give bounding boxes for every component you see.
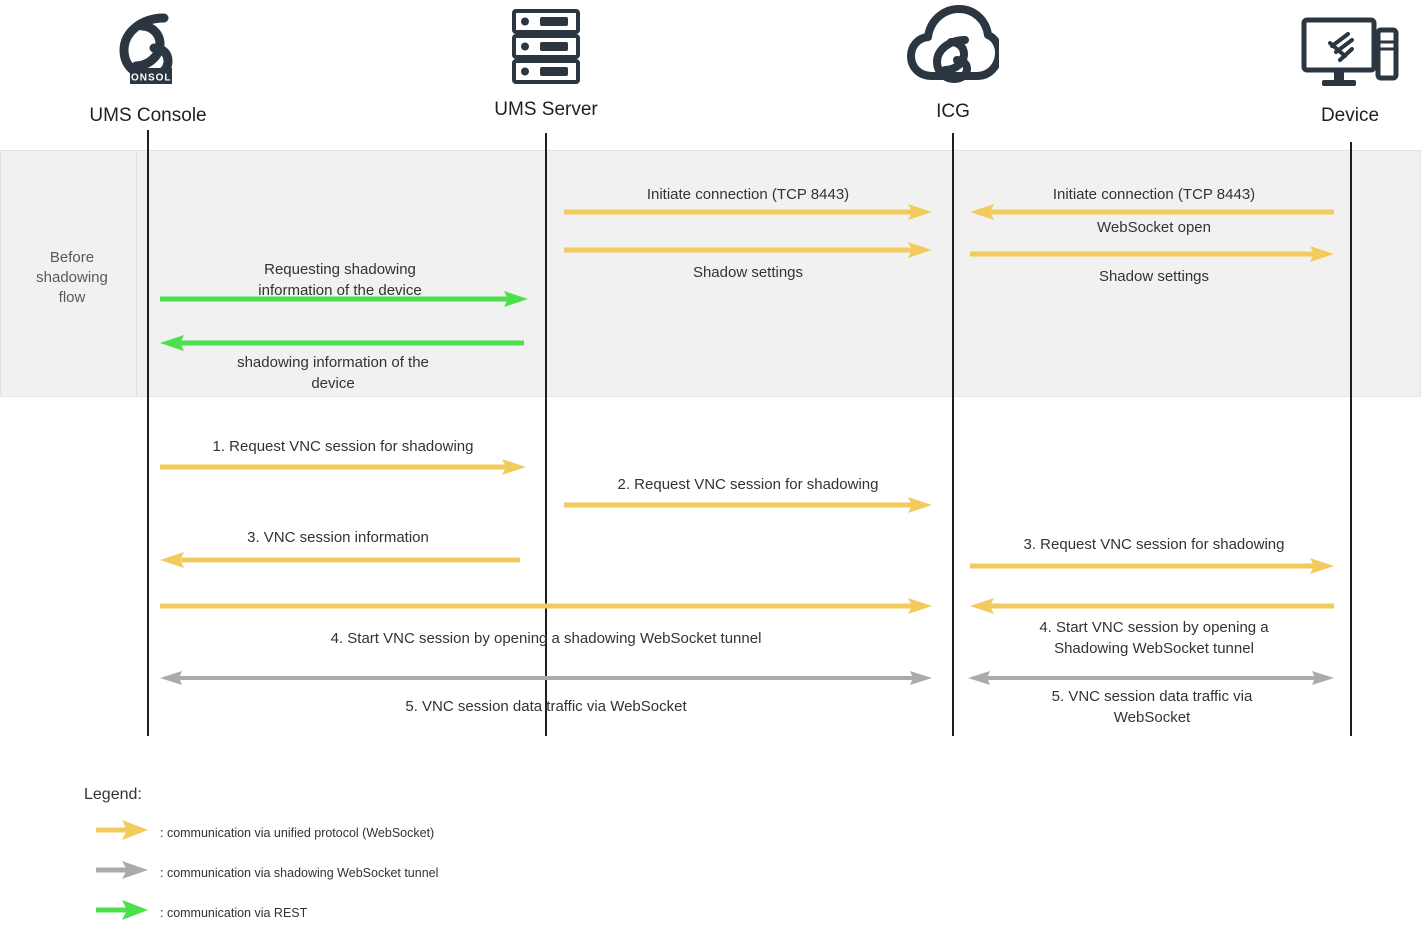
message-arrow-m14 xyxy=(160,670,932,686)
message-arrow-m7 xyxy=(160,335,524,351)
message-label-m8: 1. Request VNC session for shadowing xyxy=(212,438,474,455)
message-arrow-m6 xyxy=(160,291,528,307)
message-arrow-m1 xyxy=(564,204,932,220)
phase-label: Before shadowing flow xyxy=(8,248,136,308)
server-rack-icon xyxy=(446,6,646,93)
actor-ums-server[interactable]: UMS Server xyxy=(446,6,646,121)
message-label-m3: WebSocket open xyxy=(1097,219,1211,236)
lifeline-device xyxy=(1350,142,1352,736)
message-label-m14: 5. VNC session data traffic via WebSocke… xyxy=(405,698,687,715)
message-arrow-m2 xyxy=(970,204,1334,220)
actor-label-ums-console: UMS Console xyxy=(89,105,207,126)
ums-console-logo-icon: CONSOLE xyxy=(48,6,248,99)
message-label-m2: Initiate connection (TCP 8443) xyxy=(1052,186,1256,203)
phase-label-line-2: shadowing xyxy=(36,269,108,286)
message-label-m13: 4. Start VNC session by opening a Shadow… xyxy=(972,617,1336,659)
message-arrow-m8 xyxy=(160,459,526,475)
phase-label-line-3: flow xyxy=(58,289,86,306)
message-label-m12: 4. Start VNC session by opening a shadow… xyxy=(330,630,762,647)
message-arrow-m10 xyxy=(160,552,520,568)
message-arrow-m13 xyxy=(970,598,1334,614)
legend-text-unified-protocol: : communication via unified protocol (We… xyxy=(160,825,435,840)
message-label-m6: Requesting shadowing information of the … xyxy=(160,259,520,301)
legend-text-rest: : communication via REST xyxy=(160,905,308,920)
message-label-m5: Shadow settings xyxy=(1098,268,1210,285)
actor-label-device: Device xyxy=(1320,105,1380,126)
message-arrow-m11 xyxy=(970,558,1334,574)
monitor-device-icon xyxy=(1250,16,1421,99)
actor-device[interactable]: Device xyxy=(1250,16,1421,127)
message-label-m6-line-1: Requesting shadowing xyxy=(264,261,416,278)
legend-text-shadowing-tunnel: : communication via shadowing WebSocket … xyxy=(160,865,439,880)
cloud-gateway-icon xyxy=(853,4,1053,95)
message-label-m15-line-1: 5. VNC session data traffic via xyxy=(1051,688,1253,705)
message-label-m11: 3. Request VNC session for shadowing xyxy=(1023,536,1285,553)
legend-item-shadowing-tunnel: : communication via shadowing WebSocket … xyxy=(96,860,438,885)
actor-label-ums-server: UMS Server xyxy=(494,99,598,120)
message-label-m6-line-2: information of the device xyxy=(258,282,422,299)
message-label-m13-line-1: 4. Start VNC session by opening a xyxy=(1039,619,1269,636)
arrow-right-icon xyxy=(96,900,148,925)
message-arrow-m12 xyxy=(160,598,932,614)
lifeline-ums-console xyxy=(147,130,149,736)
before-shadowing-band xyxy=(0,150,1421,397)
message-label-m15: 5. VNC session data traffic via WebSocke… xyxy=(970,686,1334,728)
message-label-m1: Initiate connection (TCP 8443) xyxy=(646,186,850,203)
message-label-m7-line-1: shadowing information of the xyxy=(237,354,429,371)
message-label-m9: 2. Request VNC session for shadowing xyxy=(617,476,879,493)
message-label-m15-line-2: WebSocket xyxy=(1113,709,1191,726)
message-label-m4: Shadow settings xyxy=(692,264,804,281)
arrow-right-icon xyxy=(96,860,148,885)
band-left-divider xyxy=(136,150,137,397)
legend-item-unified-protocol: : communication via unified protocol (We… xyxy=(96,820,434,845)
arrow-right-icon xyxy=(96,820,148,845)
message-arrow-m15 xyxy=(968,670,1334,686)
message-label-m10: 3. VNC session information xyxy=(247,529,429,546)
actor-label-icg: ICG xyxy=(936,101,970,122)
svg-text:CONSOLE: CONSOLE xyxy=(123,73,179,84)
phase-label-line-1: Before xyxy=(49,249,95,266)
message-arrow-m4 xyxy=(564,242,932,258)
message-label-m13-line-2: Shadowing WebSocket tunnel xyxy=(1054,640,1254,657)
lifeline-icg xyxy=(952,133,954,736)
legend-title: Legend: xyxy=(84,786,142,803)
message-label-m7: shadowing information of the device xyxy=(160,352,506,394)
message-arrow-m3 xyxy=(970,246,1334,262)
message-label-m7-line-2: device xyxy=(311,375,355,392)
legend-item-rest: : communication via REST xyxy=(96,900,307,925)
actor-ums-console[interactable]: CONSOLE UMS Console xyxy=(48,6,248,127)
actor-icg[interactable]: ICG xyxy=(853,4,1053,123)
message-arrow-m9 xyxy=(564,497,932,513)
lifeline-ums-server xyxy=(545,133,547,736)
